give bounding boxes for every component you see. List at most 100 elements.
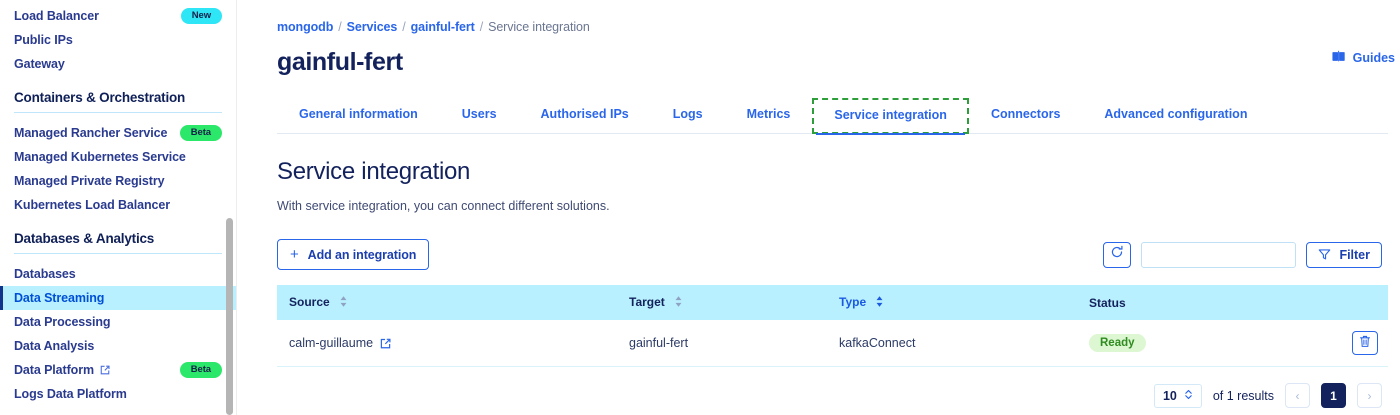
sidebar-item-label: Managed Rancher Service <box>14 126 168 140</box>
sidebar-scrollbar-thumb[interactable] <box>226 218 233 415</box>
tab-connectors[interactable]: Connectors <box>990 107 1061 121</box>
book-icon <box>1332 50 1346 66</box>
cell-type: kafkaConnect <box>827 320 1077 367</box>
pagination-next-button[interactable]: › <box>1357 383 1382 408</box>
add-integration-button[interactable]: + Add an integration <box>277 239 430 270</box>
section-heading: Service integration <box>277 158 471 185</box>
sidebar-item-databases[interactable]: Databases <box>0 262 236 286</box>
sidebar-item-managed-private-registry[interactable]: Managed Private Registry <box>0 169 236 193</box>
search-input[interactable] <box>1150 247 1306 262</box>
sidebar-section-rule <box>14 112 222 113</box>
breadcrumb-services[interactable]: Services <box>346 20 398 34</box>
cell-status: Ready <box>1077 320 1260 367</box>
tab-users[interactable]: Users <box>461 107 497 121</box>
sidebar-item-label: Data Platform <box>14 363 94 377</box>
delete-integration-button[interactable] <box>1352 331 1378 355</box>
breadcrumb-separator: / <box>338 20 342 34</box>
funnel-icon <box>1318 248 1331 261</box>
refresh-button[interactable] <box>1103 241 1132 268</box>
sidebar-item-label: Logs Data Platform <box>14 387 127 401</box>
sidebar-section-title: Containers & Orchestration <box>14 90 186 105</box>
sidebar-item-label: Gateway <box>14 57 65 71</box>
trash-icon <box>1359 335 1371 351</box>
plus-icon: + <box>290 246 299 263</box>
tab-general-information[interactable]: General information <box>299 107 418 121</box>
pagination-page-1[interactable]: 1 <box>1321 383 1346 408</box>
chevron-updown-icon <box>1184 389 1193 403</box>
sort-icon[interactable] <box>675 296 682 310</box>
tab-authorised-ips[interactable]: Authorised IPs <box>540 107 629 121</box>
sidebar-item-label: Managed Kubernetes Service <box>14 150 186 164</box>
page-size-value: 10 <box>1162 388 1177 403</box>
sort-icon[interactable] <box>340 296 347 310</box>
tab-logs[interactable]: Logs <box>672 107 703 121</box>
sidebar-badge-beta: Beta <box>179 125 222 141</box>
sidebar-item-data-analysis[interactable]: Data Analysis <box>0 334 236 358</box>
source-link[interactable]: calm-guillaume <box>289 336 391 350</box>
sidebar-item-label: Data Streaming <box>14 291 105 305</box>
tab-service-integration[interactable]: Service integration <box>812 98 969 135</box>
sidebar-item-logs-data-platform[interactable]: Logs Data Platform <box>0 382 236 406</box>
column-header-actions <box>1259 285 1388 320</box>
column-header-status: Status <box>1077 285 1260 320</box>
table-body: calm-guillaume gainful-fert kafkaConnect <box>277 320 1388 367</box>
sidebar-item-load-balancer[interactable]: Load Balancer New <box>0 4 236 28</box>
refresh-icon <box>1110 245 1124 264</box>
table-head: Source Target Type <box>277 285 1388 320</box>
column-header-target[interactable]: Target <box>617 285 827 320</box>
sidebar-item-data-platform[interactable]: Data Platform Beta <box>0 358 236 382</box>
sidebar-item-kubernetes-load-balancer[interactable]: Kubernetes Load Balancer <box>0 193 236 217</box>
sidebar-item-label: Load Balancer <box>14 9 99 23</box>
sidebar: Load Balancer New Public IPs Gateway Con… <box>0 0 236 415</box>
column-header-source[interactable]: Source <box>277 285 617 320</box>
toolbar-right-group: Filter <box>1103 241 1382 268</box>
sidebar-section-databases: Databases & Analytics <box>0 231 236 254</box>
table-row: calm-guillaume gainful-fert kafkaConnect <box>277 320 1388 367</box>
results-count-label: of 1 results <box>1212 388 1274 403</box>
column-header-type[interactable]: Type <box>827 285 1077 320</box>
pagination-prev-button[interactable]: ‹ <box>1285 383 1310 408</box>
sidebar-badge-beta: Beta <box>179 362 222 378</box>
main-padding: mongodb / Services / gainful-fert / Serv… <box>237 0 1400 408</box>
breadcrumb-root[interactable]: mongodb <box>277 20 334 34</box>
add-integration-label: Add an integration <box>307 247 417 262</box>
sidebar-item-label: Data Processing <box>14 315 111 329</box>
breadcrumb-service-name[interactable]: gainful-fert <box>410 20 475 34</box>
sidebar-item-data-processing[interactable]: Data Processing <box>0 310 236 334</box>
status-badge: Ready <box>1089 334 1146 352</box>
sidebar-section-containers: Containers & Orchestration <box>0 90 236 113</box>
sidebar-section-title: Databases & Analytics <box>14 231 155 246</box>
sidebar-content: Load Balancer New Public IPs Gateway Con… <box>0 4 236 406</box>
column-label-status: Status <box>1089 295 1126 310</box>
sort-icon-active[interactable] <box>876 296 883 310</box>
tab-advanced-configuration[interactable]: Advanced configuration <box>1104 107 1248 121</box>
sidebar-item-data-streaming[interactable]: Data Streaming <box>0 286 236 310</box>
column-label-target: Target <box>629 295 665 309</box>
column-label-type: Type <box>839 295 867 309</box>
tab-metrics[interactable]: Metrics <box>746 107 791 121</box>
sidebar-item-managed-kubernetes-service[interactable]: Managed Kubernetes Service <box>0 145 236 169</box>
breadcrumb-separator: / <box>479 20 484 34</box>
sidebar-item-managed-rancher-service[interactable]: Managed Rancher Service Beta <box>0 121 236 145</box>
filter-label: Filter <box>1339 247 1370 262</box>
section-description: With service integration, you can connec… <box>277 199 610 213</box>
sidebar-item-gateway[interactable]: Gateway <box>0 52 236 76</box>
filter-button[interactable]: Filter <box>1306 241 1382 268</box>
sidebar-divider <box>236 0 237 415</box>
cell-target: gainful-fert <box>617 320 827 367</box>
guides-link[interactable]: Guides <box>1332 50 1395 66</box>
search-field[interactable] <box>1141 241 1319 268</box>
breadcrumb: mongodb / Services / gainful-fert / Serv… <box>277 0 1388 34</box>
breadcrumb-separator: / <box>402 20 406 34</box>
cell-source: calm-guillaume <box>277 320 617 367</box>
page-size-select[interactable]: 10 <box>1153 383 1202 408</box>
tab-bar: General information Users Authorised IPs… <box>277 97 1388 135</box>
external-link-icon <box>100 365 110 375</box>
external-link-icon <box>380 338 391 349</box>
sidebar-section-rule <box>14 253 222 254</box>
source-label: calm-guillaume <box>289 336 374 350</box>
sidebar-item-label: Managed Private Registry <box>14 174 165 188</box>
table-header-row: Source Target Type <box>277 285 1388 320</box>
sidebar-item-public-ips[interactable]: Public IPs <box>0 28 236 52</box>
main-content: mongodb / Services / gainful-fert / Serv… <box>237 0 1400 415</box>
